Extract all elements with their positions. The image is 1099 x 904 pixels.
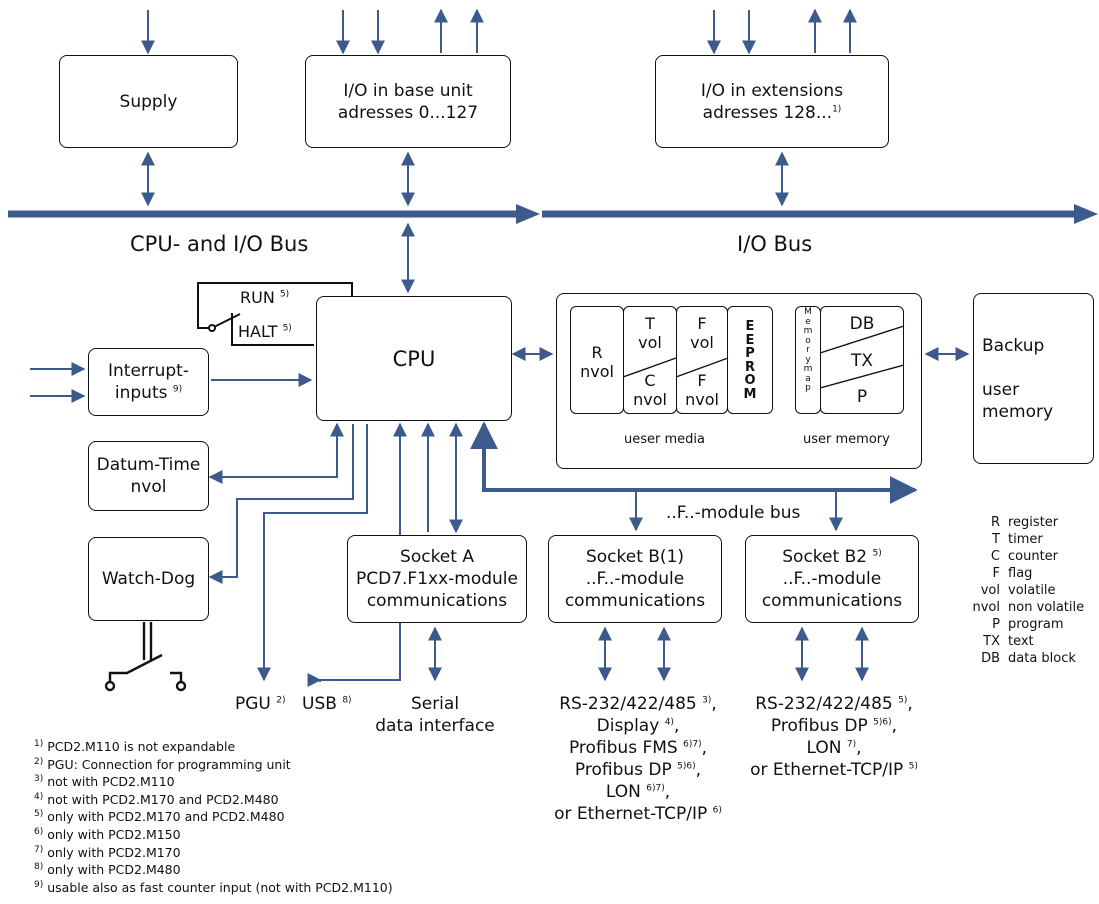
interrupt-line2: inputs xyxy=(114,383,168,403)
socket-b2-line3: communications xyxy=(761,591,903,611)
footnote: 2) PGU: Connection for programming unit xyxy=(34,756,291,772)
flag-cell xyxy=(676,306,728,414)
memory-map-cell xyxy=(795,306,821,414)
io-extensions-block: I/O in extensions adresses 128...1) xyxy=(655,55,889,148)
socket-a-line3: communications xyxy=(366,591,508,611)
socket-b1-line1: Socket B(1) xyxy=(585,547,685,567)
footnote: 6) only with PCD2.M150 xyxy=(34,826,181,842)
io-ext-line2: adresses 128... xyxy=(702,102,833,123)
socket-b1-line3: communications xyxy=(564,591,706,611)
io-base-line2: adresses 0...127 xyxy=(337,102,479,123)
socket-b2-line1: Socket B2 xyxy=(782,547,868,567)
socket-b1-option-item: Display 4), xyxy=(596,716,680,736)
interrupt-footnote: 9) xyxy=(172,384,183,395)
socket-b1-option-item: RS-232/422/485 3), xyxy=(559,694,717,714)
socket-b2-footnote: 5) xyxy=(872,548,882,559)
user-memory-label: user memory xyxy=(803,432,890,447)
cpu-io-bus-label: CPU- and I/O Bus xyxy=(130,232,309,256)
datum-line1: Datum-Time xyxy=(96,455,201,475)
watchdog-relay-symbol xyxy=(104,622,187,692)
register-cell xyxy=(570,306,624,414)
interrupt-inputs-block: Interrupt- inputs 9) xyxy=(88,348,209,416)
p-label: P xyxy=(856,387,868,407)
socket-b2-block: Socket B2 5) ..F..-module communications xyxy=(745,535,919,623)
cpu-label: CPU xyxy=(392,346,436,371)
backup-line2: user xyxy=(982,379,1020,400)
io-ext-line1: I/O in extensions xyxy=(700,80,844,101)
backup-line1: Backup xyxy=(982,335,1045,356)
pgu-label: PGU 2) xyxy=(235,694,286,714)
halt-label: HALT 5) xyxy=(238,322,292,341)
footnote: 7) only with PCD2.M170 xyxy=(34,844,181,860)
f-module-bus-label: ..F..-module bus xyxy=(666,503,801,523)
socket-b2-options: RS-232/422/485 5),Profibus DP 5)6),LON 7… xyxy=(724,693,944,781)
footnote: 4) not with PCD2.M170 and PCD2.M480 xyxy=(34,791,279,807)
socket-b2-option-item: Profibus DP 5)6), xyxy=(770,716,898,736)
socket-b2-option-item: RS-232/422/485 5), xyxy=(755,694,913,714)
run-label: RUN 5) xyxy=(240,288,290,307)
watchdog-block: Watch-Dog xyxy=(88,537,209,621)
datum-time-block: Datum-Time nvol xyxy=(88,441,209,511)
usb-label: USB 8) xyxy=(302,694,352,714)
socket-a-line2: PCD7.F1xx-module xyxy=(356,569,518,589)
timer-counter-cell xyxy=(623,306,677,414)
footnote: 8) only with PCD2.M480 xyxy=(34,862,181,878)
socket-b1-option-item: LON 6)7), xyxy=(605,782,671,802)
socket-b2-option-item: or Ethernet-TCP/IP 5) xyxy=(750,760,918,780)
socket-b1-line2: ..F..-module xyxy=(585,569,685,589)
socket-b2-option-item: LON 7), xyxy=(806,738,862,758)
socket-b1-option-item: Profibus DP 5)6), xyxy=(574,760,702,780)
footnote: 3) not with PCD2.M110 xyxy=(34,774,175,790)
footnote: 1) PCD2.M110 is not expandable xyxy=(34,738,236,754)
tx-label: TX xyxy=(850,351,874,371)
backup-block: Backup user memory xyxy=(973,293,1094,464)
socket-a-block: Socket A PCD7.F1xx-module communications xyxy=(347,535,527,623)
supply-block: Supply xyxy=(59,55,238,148)
interrupt-line1: Interrupt- xyxy=(108,361,189,381)
footnote: 5) only with PCD2.M170 and PCD2.M480 xyxy=(34,809,285,825)
db-label: DB xyxy=(849,314,875,334)
io-base-line1: I/O in base unit xyxy=(343,80,473,101)
io-base-unit-block: I/O in base unit adresses 0...127 xyxy=(305,55,511,148)
socket-b1-option-item: Profibus FMS 6)7), xyxy=(568,738,708,758)
datum-line2: nvol xyxy=(130,477,167,497)
ueser-media-label: ueser media xyxy=(624,432,705,447)
footnote: 9) usable also as fast counter input (no… xyxy=(34,879,393,895)
socket-b1-block: Socket B(1) ..F..-module communications xyxy=(548,535,722,623)
watchdog-label: Watch-Dog xyxy=(101,569,196,589)
socket-b1-options: RS-232/422/485 3),Display 4),Profibus FM… xyxy=(528,693,748,825)
socket-b1-option-item: or Ethernet-TCP/IP 6) xyxy=(554,804,722,824)
socket-b2-line2: ..F..-module xyxy=(782,569,882,589)
user-memory-cell xyxy=(820,306,904,414)
io-ext-footnote: 1) xyxy=(832,103,842,114)
eeprom-cell xyxy=(727,306,773,414)
run-halt-switch xyxy=(197,282,353,346)
cpu-block: CPU xyxy=(316,296,512,421)
backup-line3: memory xyxy=(982,401,1054,422)
socket-a-line1: Socket A xyxy=(400,547,474,567)
supply-label: Supply xyxy=(119,91,178,112)
io-bus-label: I/O Bus xyxy=(737,232,813,256)
